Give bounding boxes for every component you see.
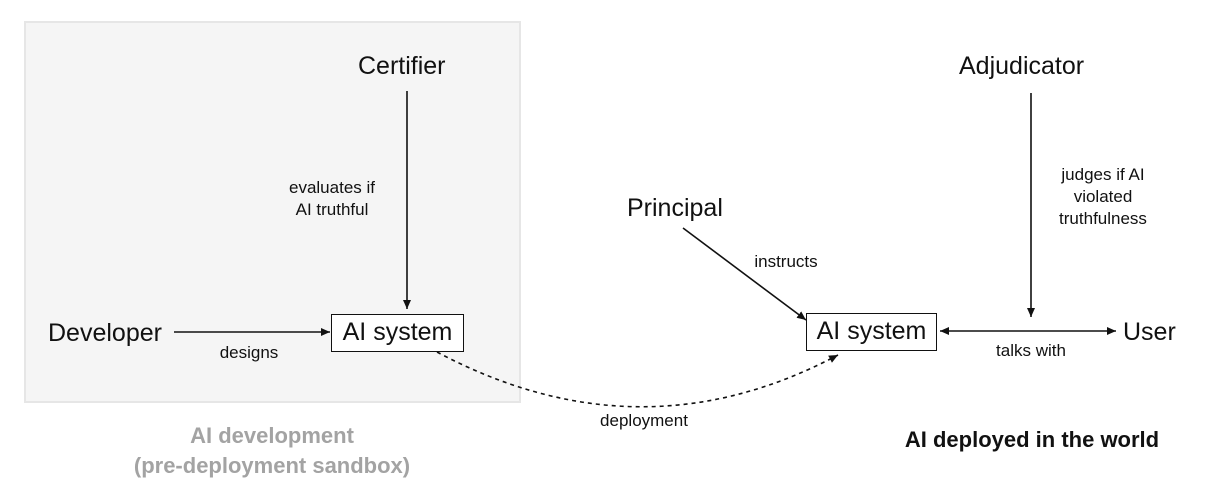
judges-label-line1: judges if AI: [1061, 165, 1145, 184]
instructs-label: instructs: [754, 252, 818, 271]
certifier-node: Certifier: [358, 52, 446, 80]
evaluates-label-line1: evaluates if: [289, 178, 375, 197]
deployed-caption: AI deployed in the world: [904, 427, 1160, 452]
judges-label: judges if AI violated truthfulness: [1033, 164, 1173, 230]
user-node: User: [1123, 318, 1176, 346]
development-caption-line1: AI development: [190, 423, 354, 448]
judges-label-line2: violated: [1073, 187, 1133, 206]
ai-system-dev-node: AI system: [331, 314, 464, 352]
designs-label: designs: [219, 343, 279, 362]
deployment-arrow: [436, 351, 839, 408]
judges-label-line3: truthfulness: [1059, 209, 1147, 228]
deployment-label: deployment: [600, 411, 688, 430]
instructs-arrow: [682, 227, 807, 321]
principal-node: Principal: [627, 194, 723, 222]
evaluates-label-line2: AI truthful: [295, 200, 369, 219]
ai-system-deployed-node: AI system: [806, 313, 937, 351]
development-caption: AI development (pre-deployment sandbox): [72, 421, 472, 481]
adjudicator-node: Adjudicator: [959, 52, 1085, 80]
evaluates-label: evaluates if AI truthful: [262, 177, 402, 221]
developer-node: Developer: [48, 319, 162, 347]
development-caption-line2: (pre-deployment sandbox): [133, 453, 411, 478]
talks-with-label: talks with: [996, 341, 1066, 360]
